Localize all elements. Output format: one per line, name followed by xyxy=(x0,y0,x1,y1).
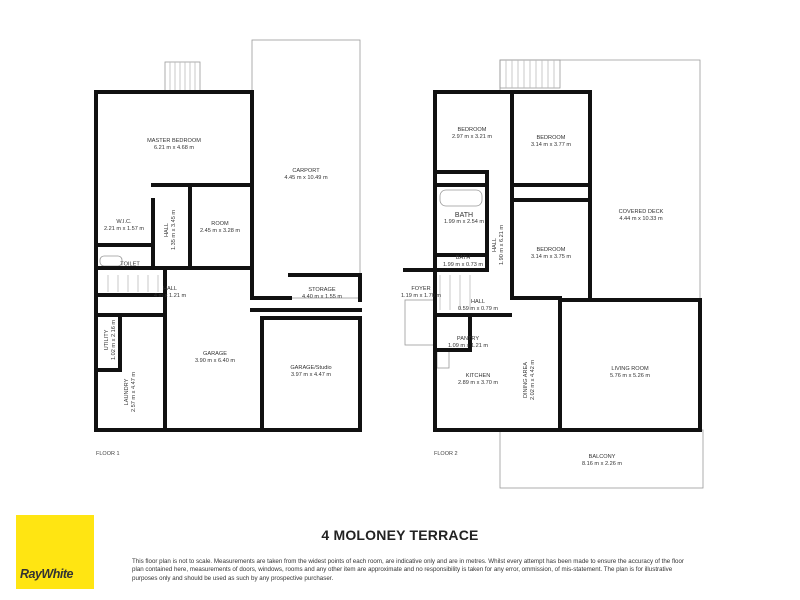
room-toilet: TOILET xyxy=(120,261,140,268)
floor-2-label: FLOOR 2 xyxy=(434,451,458,457)
room-wic: W.I.C.2.21 m x 1.57 m xyxy=(103,219,145,232)
bathtub-f1 xyxy=(99,255,123,267)
logo-text: RayWhite xyxy=(20,567,73,581)
stove xyxy=(436,349,450,369)
floor-plan-drawing xyxy=(94,39,704,489)
raywhite-logo: RayWhite xyxy=(16,515,94,589)
covered-deck-outline xyxy=(499,59,701,300)
disclaimer: This floor plan is not to scale. Measure… xyxy=(132,558,684,582)
bathtub xyxy=(439,189,483,207)
floor-1-label: FLOOR 1 xyxy=(96,451,120,457)
property-title: 4 MOLONEY TERRACE xyxy=(321,527,479,543)
